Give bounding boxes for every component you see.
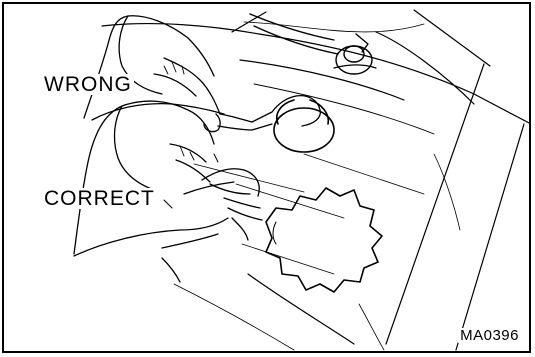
wrong-label: WRONG xyxy=(42,74,134,95)
figure-code: MA0396 xyxy=(458,328,521,343)
correct-label: CORRECT xyxy=(42,188,157,209)
engine-outline xyxy=(102,10,531,350)
figure-frame: WRONG CORRECT MA0396 xyxy=(2,2,531,353)
engine-cap-illustration xyxy=(4,4,531,353)
correct-cap xyxy=(266,188,382,292)
